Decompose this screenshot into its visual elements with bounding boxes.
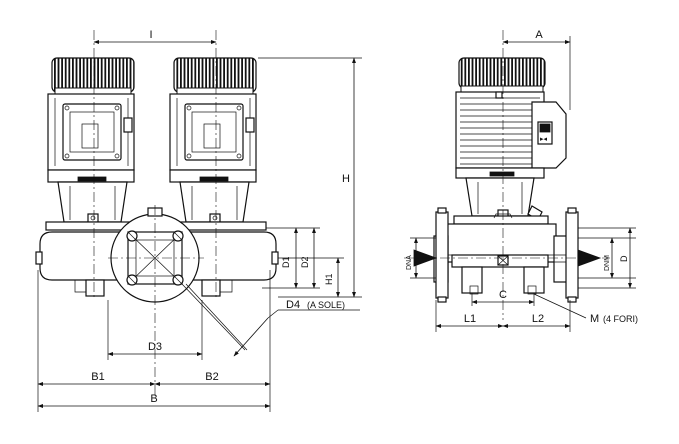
side-outlet-flange [565,211,579,299]
dim-label-d4: D4 [286,299,300,311]
svg-text:▸◂: ▸◂ [540,136,548,143]
right-motor-fan-cover [173,57,257,93]
dim-label-m-note: (4 FORI) [603,314,638,324]
right-motor [169,57,257,223]
side-motor-fan-cover [458,57,546,89]
dim-label-dna: DNA [406,255,413,270]
dim-label-h: H [342,173,350,185]
dim-label-i: I [149,29,152,41]
dim-label-dnm: DNM [604,255,611,271]
side-motor-housing [455,91,545,169]
flange-bolts [126,230,184,286]
right-terminal-box [184,103,244,161]
side-inlet-flange [435,211,449,299]
dim-label-a: A [535,29,543,41]
dim-label-b1: B1 [91,371,104,383]
dim-label-b: B [150,393,157,405]
side-view: ▸◂ [413,57,602,303]
dim-label-d: D [619,255,629,262]
left-terminal-box [62,103,122,161]
dim-label-m: M [590,313,599,325]
dim-label-c: C [499,289,507,301]
dim-label-l1: L1 [464,313,476,325]
dim-label-d3: D3 [148,341,162,353]
dim-label-d4-note: (A SOLE) [307,300,345,310]
pump-casing-front [35,207,279,303]
dim-label-b2: B2 [205,371,218,383]
left-motor [47,57,135,223]
dim-label-d1: D1 [281,256,291,268]
left-motor-fan-cover [51,57,135,93]
dim-label-h1: H1 [324,273,334,285]
dim-label-l2: L2 [532,313,544,325]
dim-label-d2: D2 [300,256,310,268]
